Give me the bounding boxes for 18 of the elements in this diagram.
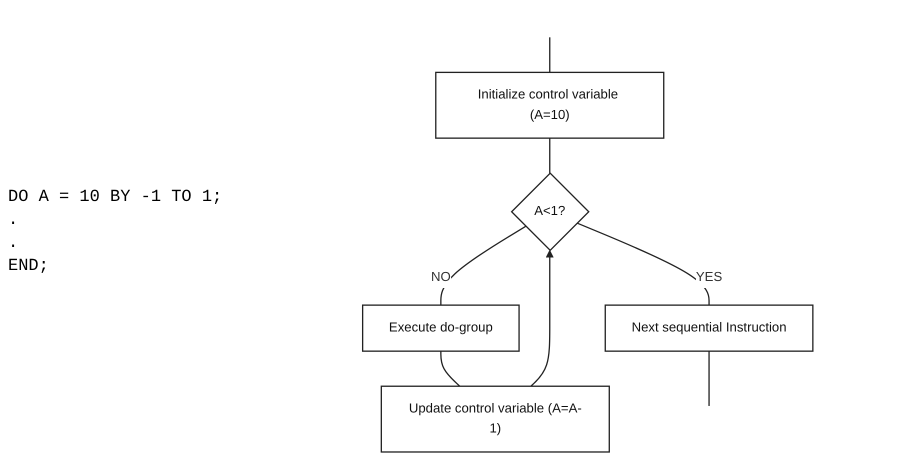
node-box: Execute do-group — [362, 304, 520, 352]
node-diamond: A<1? — [510, 172, 590, 252]
node-box: Update control variable (A=A-1) — [380, 386, 610, 453]
code-line: . — [8, 210, 18, 230]
code-line: DO A = 10 BY -1 TO 1; — [8, 188, 222, 206]
connector — [708, 351, 710, 406]
connector — [440, 226, 526, 306]
node-box: Next sequential Instruction — [604, 304, 814, 352]
connector — [576, 222, 710, 306]
arrow — [530, 250, 554, 387]
connector — [548, 138, 550, 174]
connector — [548, 37, 550, 72]
code-line: END; — [8, 256, 49, 276]
connector — [440, 351, 460, 387]
code-line: . — [8, 234, 18, 252]
node-box: Initialize control variable (A=10) — [434, 72, 664, 139]
edge-label: YES — [696, 270, 722, 285]
edge-label: NO — [430, 270, 450, 285]
